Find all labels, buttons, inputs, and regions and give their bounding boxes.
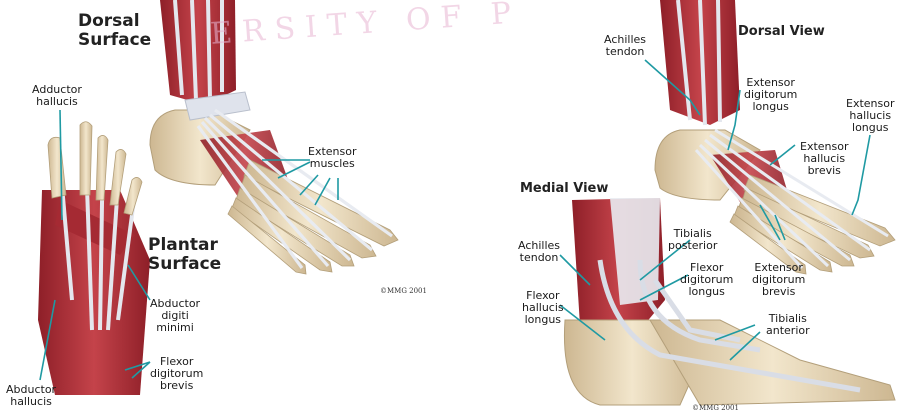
dorsal-view-title: Dorsal View [738, 25, 825, 39]
label-extensor-muscles: Extensor muscles [308, 146, 357, 170]
label-extensor-digitorum-longus-top: Extensor digitorum longus [744, 77, 797, 113]
label-achilles-tendon-medial: Achilles tendon [518, 240, 560, 264]
dorsal-toe-bones [228, 160, 398, 274]
label-tibialis-anterior: Tibialis anterior [766, 313, 810, 337]
label-tibialis-posterior: Tibialis posterior [668, 228, 717, 252]
label-adductor-hallucis: Adductor hallucis [32, 84, 82, 108]
label-flexor-digitorum-longus: Flexor digitorum longus [680, 262, 733, 298]
plantar-foot-illustration [38, 122, 150, 395]
label-extensor-hallucis-longus: Extensor hallucis longus [846, 98, 895, 134]
label-extensor-hallucis-brevis: Extensor hallucis brevis [800, 141, 849, 177]
copyright-left: ©MMG 2001 [380, 285, 427, 297]
label-achilles-tendon-top: Achilles tendon [604, 34, 646, 58]
label-extensor-digitorum-brevis: Extensor digitorum brevis [752, 262, 805, 298]
label-flexor-hallucis-longus: Flexor hallucis longus [522, 290, 564, 326]
medial-view-title: Medial View [520, 182, 608, 196]
plantar-surface-title: Plantar Surface [148, 236, 221, 274]
dorsal-surface-title: Dorsal Surface [78, 12, 151, 50]
label-abductor-digiti-minimi: Abductor digiti minimi [150, 298, 200, 334]
label-abductor-hallucis: Abductor hallucis [6, 384, 56, 408]
copyright-right: ©MMG 2001 [692, 402, 739, 414]
label-flexor-digitorum-brevis: Flexor digitorum brevis [150, 356, 203, 392]
